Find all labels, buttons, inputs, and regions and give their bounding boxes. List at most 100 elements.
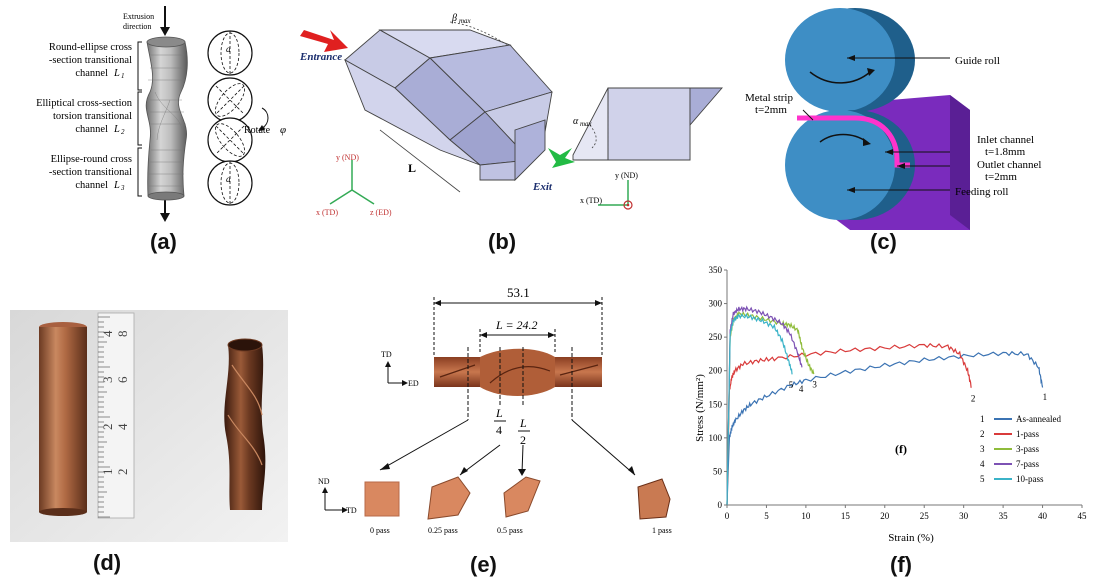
legend-number: 3 — [980, 444, 985, 454]
y-tick-label: 250 — [709, 332, 723, 342]
axis-y2-label: y (ND) — [615, 171, 638, 180]
panel-d-photo: 4 8 3 6 2 4 1 2 — [10, 310, 288, 542]
circle-a-bottom: a — [226, 174, 231, 184]
channel3-sub: 3 — [120, 184, 125, 192]
ruler-num-1: 4 — [100, 330, 115, 337]
y-tick-label: 300 — [709, 299, 723, 309]
channel1-line2: -section transitional — [49, 55, 132, 66]
axis-x-label: x (TD) — [316, 208, 338, 217]
pass-label-1: 1 pass — [652, 526, 672, 535]
pass-label-0: 0 pass — [370, 526, 390, 535]
y-tick-label: 350 — [709, 265, 723, 275]
panel-e: 53.1 L = 24.2 TD ED — [300, 265, 700, 583]
x-tick-label: 20 — [880, 511, 890, 521]
length-label: L — [408, 161, 416, 175]
channel1-sub: 1 — [121, 72, 125, 80]
channel1-symbol: L — [113, 68, 120, 79]
chart-panel-mark: (f) — [895, 442, 907, 456]
ruler-num-6: 4 — [115, 423, 130, 430]
legend-number: 1 — [980, 414, 985, 424]
series-end-label: 2 — [971, 394, 976, 404]
legend-label: As-annealed — [1016, 414, 1061, 424]
extrusion-label-2: direction — [123, 22, 151, 31]
x-tick-label: 40 — [1038, 511, 1048, 521]
x-tick-label: 5 — [764, 511, 769, 521]
entrance-arrow — [300, 30, 348, 52]
inlet-label-2: t=1.8mm — [985, 146, 1026, 158]
ruler-num-5: 2 — [100, 424, 115, 431]
panel-e-diagram: 53.1 L = 24.2 TD ED — [318, 285, 672, 535]
rod-twisted — [224, 345, 266, 510]
beta-label: β — [451, 13, 457, 24]
quarter-num: L — [495, 406, 503, 420]
x-axis-label: Strain (%) — [888, 532, 934, 544]
channel2-line3: channel — [75, 124, 108, 135]
channel2-line1: Elliptical cross-section — [36, 98, 133, 109]
exit-arrow — [160, 213, 170, 222]
cross-section-ellipse-1 — [207, 77, 253, 123]
series-line-7-pass — [726, 305, 803, 506]
series-line-as-annealed — [726, 350, 1044, 506]
half-num: L — [519, 416, 527, 430]
metal-strip-label-1: Metal strip — [745, 92, 793, 104]
section-05-pass — [503, 476, 541, 518]
rotate-label: Rotate — [244, 125, 271, 136]
half-den: 2 — [520, 433, 526, 447]
circle-a-top: a — [226, 44, 231, 54]
length-dimension — [379, 129, 461, 193]
metal-strip-label-2: t=2mm — [755, 104, 787, 116]
panel-a-label: (a) — [150, 229, 177, 254]
exit-label: Exit — [532, 181, 553, 193]
series-line-1-pass — [726, 342, 972, 506]
panel-b-diagram: β max L Exit Entrance y (ND) x (TD) z (E… — [299, 13, 723, 217]
alpha-sub: max — [580, 120, 593, 128]
series-line-10-pass — [726, 312, 793, 506]
legend-label: 10-pass — [1016, 474, 1044, 484]
rotate-phi: φ — [280, 124, 286, 136]
legend-label: 7-pass — [1016, 459, 1039, 469]
channel3-line2: -section transitional — [49, 167, 132, 178]
td2-axis-label: TD — [346, 506, 357, 515]
panel-a: a a Extrusion direction Round-ellipse cr… — [0, 0, 290, 265]
channel3-line3: channel — [75, 180, 108, 191]
pass-label-05: 0.5 pass — [497, 526, 523, 535]
extrusion-label-1: Extrusion — [123, 12, 154, 21]
y-tick-label: 0 — [718, 500, 723, 510]
series-line-3-pass — [726, 311, 815, 506]
nd-axis-label: ND — [318, 477, 330, 486]
panel-c-label: (c) — [870, 229, 897, 254]
channel3-symbol: L — [113, 180, 120, 191]
axis-y-label: y (ND) — [336, 153, 359, 162]
alpha-label: α — [573, 116, 579, 127]
l-length: L = 24.2 — [495, 318, 538, 332]
channel2-symbol: L — [113, 124, 120, 135]
entrance-label: Entrance — [299, 51, 342, 63]
channel1-line1: Round-ellipse cross — [49, 42, 132, 53]
quarter-den: 4 — [496, 423, 502, 437]
channel1-line3: channel — [75, 68, 108, 79]
x-tick-label: 35 — [999, 511, 1009, 521]
x-tick-label: 30 — [959, 511, 969, 521]
panel-c-diagram: Guide roll Metal strip t=2mm Inlet chann… — [745, 8, 1041, 230]
feeding-roll-label: Feeding roll — [955, 186, 1008, 198]
beta-sub: max — [459, 17, 472, 25]
ruler-num-8: 2 — [115, 469, 130, 476]
channel3-line1: Ellipse-round cross — [51, 154, 132, 165]
ed-axis-label: ED — [408, 379, 419, 388]
rod-zero-pass — [39, 327, 87, 512]
panel-d-label: (d) — [93, 550, 122, 575]
y-tick-label: 150 — [709, 399, 723, 409]
panel-d: 4 8 3 6 2 4 1 2 (d) — [0, 265, 300, 583]
panel-e-label: (e) — [470, 552, 497, 577]
series-end-label: 5 — [789, 380, 794, 390]
channel2-sub: 2 — [121, 128, 125, 136]
section-1-pass — [637, 478, 671, 520]
outlet-label-1: Outlet channel — [977, 159, 1041, 171]
section-025-pass — [427, 476, 471, 520]
panel-b: β max L Exit Entrance y (ND) x (TD) z (E… — [290, 0, 745, 265]
series-end-label: 1 — [1043, 392, 1048, 402]
axis-x2-label: x (TD) — [580, 196, 602, 205]
panel-b-label: (b) — [488, 229, 517, 254]
